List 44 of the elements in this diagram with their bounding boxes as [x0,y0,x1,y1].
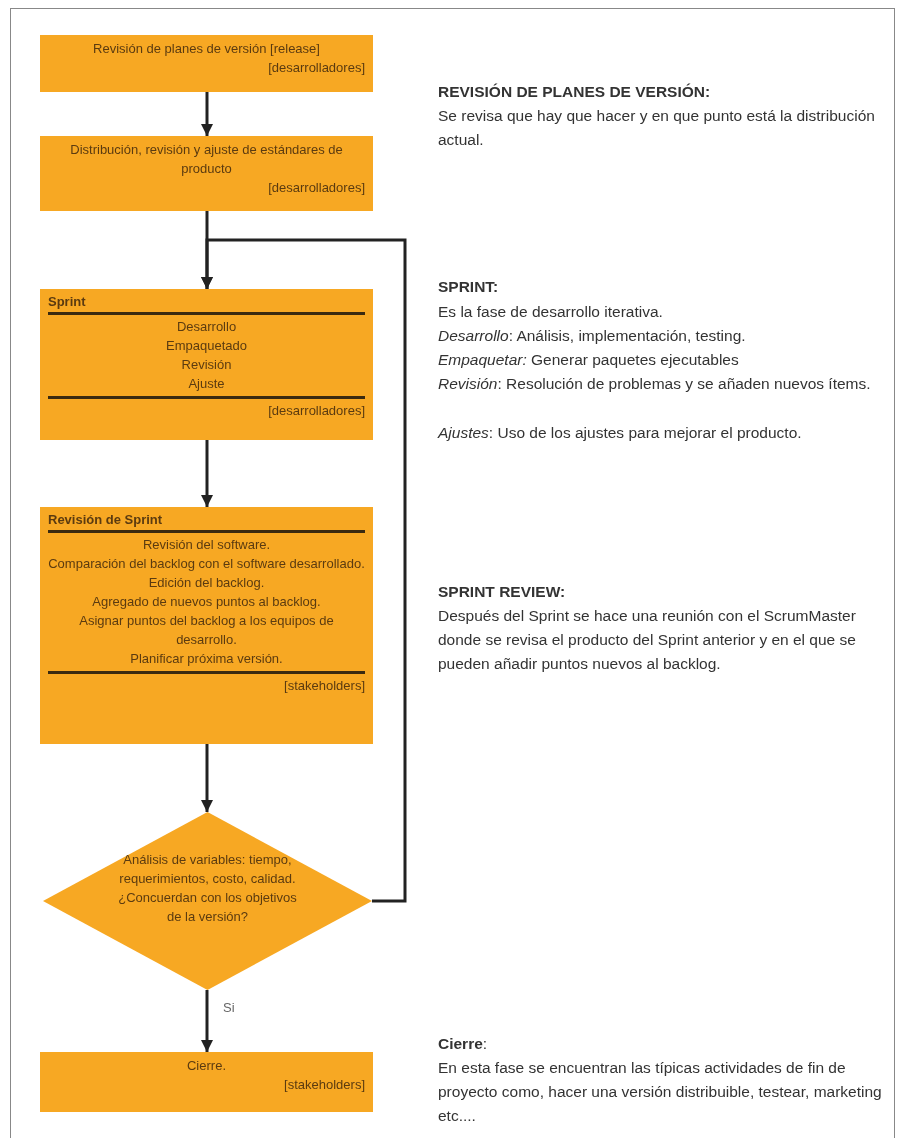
role-text: [desarrolladores] [48,396,365,420]
activity-text: Revisión del software. [141,536,272,554]
activity-text: Asignar puntos del backlog a los equipos de desarrollo. [78,612,335,649]
activity-text: Comparación del backlog con el software desarrollado. [48,555,365,573]
activity-text: Ajuste [187,375,226,393]
activity-text: Empaquetado [165,337,248,355]
description-text: Después del Sprint se hace una reunión con el ScrumMaster donde se revisa el producto del Sprint anterior y en el que se pueden añadir puntos nuevos al backlog. [438,606,857,674]
description-text: Es la fase de desarrollo iterativa. [438,302,664,322]
activity-text: Agregado de nuevos puntos al backlog. [91,593,322,611]
role-text: [desarrolladores] [267,59,365,77]
description-text: Se revisa que hay que hacer y en que punto está la distribución actual. [438,106,876,150]
section-heading: SPRINT REVIEW: [438,582,567,602]
process-box [40,136,373,211]
box-heading: Revisión de Sprint [48,511,365,533]
arrow [201,238,407,903]
section-heading: REVISIÓN DE PLANES DE VERSIÓN: [438,82,712,102]
step-text: Cierre. [186,1057,227,1075]
process-box [40,507,373,744]
role-text: [desarrolladores] [267,179,365,197]
role-text: [stakeholders] [48,671,365,695]
arrow [201,990,213,1052]
description-text: Desarrollo: Análisis, implementación, testing. [438,326,747,346]
box-heading: Sprint [48,293,365,315]
activity-text: Revisión [180,356,233,374]
description-text: Empaquetar: Generar paquetes ejecutables [438,350,740,370]
description-text: Ajustes: Uso de los ajustes para mejorar el producto. [438,423,803,443]
decision-text: Análisis de variables: tiempo, requerimientos, costo, calidad. ¿Concuerdan con los objetivos de la versión? [118,851,297,926]
arrow [201,440,213,507]
process-box [40,289,373,440]
description-text: En esta fase se encuentran las típicas actividades de fin de proyecto como, hacer una versión distribuible, testear, marketing etc.... [438,1058,883,1126]
process-box [40,35,373,92]
decision-diamond [43,812,372,990]
step-text: Distribución, revisión y ajuste de estándares de producto [69,141,344,178]
activity-text: Planificar próxima versión. [129,650,284,668]
process-box [40,1052,373,1112]
section-heading: SPRINT: [438,277,500,297]
activity-text: Desarrollo [175,318,238,336]
description-text: Cierre: [438,1034,489,1054]
description-text: Revisión: Resolución de problemas y se añaden nuevos ítems. [438,374,872,394]
activity-text: Edición del backlog. [147,574,266,592]
role-text: [stakeholders] [283,1076,365,1094]
arrow [201,744,213,812]
arrow [201,92,213,136]
step-text: Revisión de planes de versión [release] [92,40,321,58]
